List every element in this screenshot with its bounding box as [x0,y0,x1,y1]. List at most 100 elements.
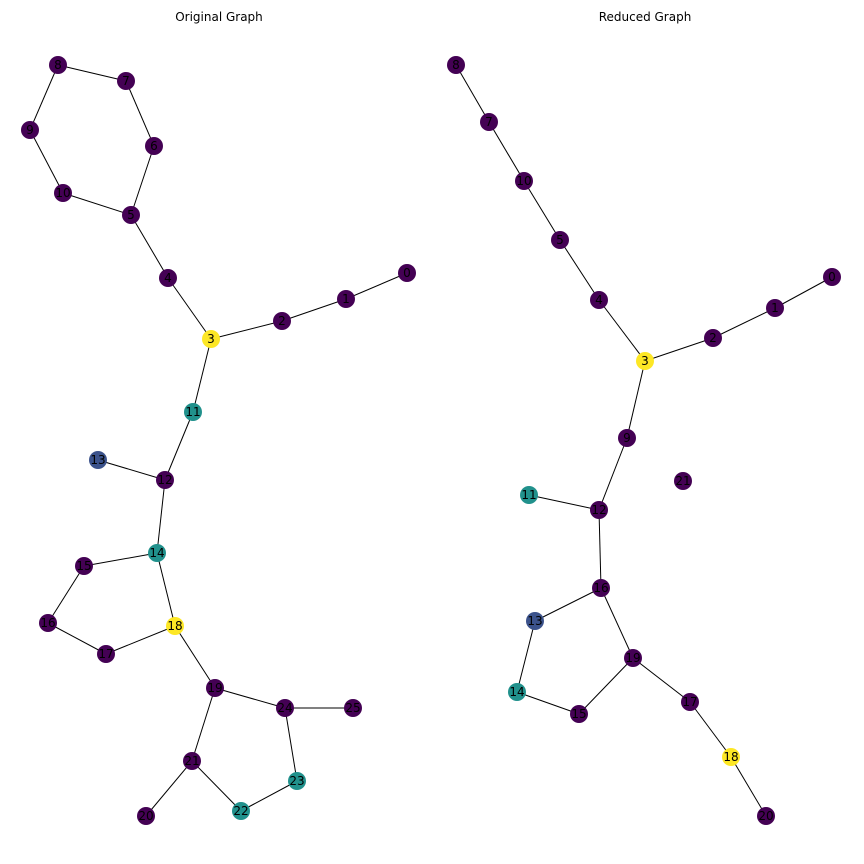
node-label: 22 [233,804,248,818]
node-label: 13 [527,614,542,628]
node-label: 15 [76,559,91,573]
node-marker [202,330,220,348]
node-marker [97,645,115,663]
node-label: 1 [342,292,350,306]
node-15: 15 [570,705,588,723]
node-1: 1 [766,299,784,317]
node-marker [49,56,67,74]
node-11: 11 [184,403,202,421]
edge-14-15 [516,691,580,715]
node-marker [206,679,224,697]
node-7: 7 [117,72,135,90]
node-marker [232,802,250,820]
node-9: 9 [618,429,636,447]
node-label: 3 [207,332,215,346]
edge-14-18 [156,552,176,627]
node-8: 8 [49,56,67,74]
node-4: 4 [590,291,608,309]
node-3: 3 [636,352,654,370]
node-marker [398,264,416,282]
edge-1-0 [345,272,408,300]
node-label: 15 [571,707,586,721]
node-label: 16 [40,616,55,630]
node-label: 21 [675,474,690,488]
node-marker [636,352,654,370]
node-label: 24 [277,701,292,715]
node-marker [276,699,294,717]
node-marker [122,206,140,224]
node-2: 2 [704,329,722,347]
node-18: 18 [166,617,184,635]
node-marker [156,471,174,489]
node-marker [823,268,841,286]
reduced-graph-edges [455,64,833,817]
node-marker [590,291,608,309]
edge-2-1 [281,298,347,322]
node-5: 5 [551,231,569,249]
edge-17-18 [689,701,732,758]
node-marker [624,649,642,667]
node-1: 1 [337,290,355,308]
node-22: 22 [232,802,250,820]
edge-4-3 [167,277,212,340]
edge-7-10 [488,121,525,182]
edge-15-19 [578,657,634,715]
node-label: 23 [289,774,304,788]
edge-10-5 [523,180,561,241]
node-marker [526,612,544,630]
edge-13-14 [516,620,536,693]
edge-21-20 [145,760,193,817]
node-18: 18 [722,748,740,766]
node-marker [704,329,722,347]
edge-13-12 [97,459,166,481]
node-3: 3 [202,330,220,348]
node-label: 0 [403,266,411,280]
edge-21-22 [191,760,242,812]
node-10: 10 [515,172,533,190]
node-14: 14 [148,544,166,562]
node-label: 6 [150,139,158,153]
node-marker [183,752,201,770]
node-marker [480,113,498,131]
node-label: 16 [593,581,608,595]
node-label: 19 [625,651,640,665]
edge-12-14 [156,479,166,554]
node-label: 10 [55,186,70,200]
node-marker [508,683,526,701]
node-20: 20 [757,807,775,825]
edge-16-13 [534,587,602,622]
node-marker [757,807,775,825]
node-label: 18 [723,750,738,764]
edge-17-18 [105,625,176,655]
node-marker [674,472,692,490]
node-label: 9 [623,431,631,445]
edge-24-23 [284,707,298,782]
node-marker [551,231,569,249]
edge-5-4 [559,239,600,301]
node-label: 14 [149,546,164,560]
node-label: 3 [641,354,649,368]
node-23: 23 [288,772,306,790]
node-marker [337,290,355,308]
node-marker [722,748,740,766]
node-marker [148,544,166,562]
edge-3-9 [626,360,646,439]
node-marker [166,617,184,635]
node-9: 9 [21,121,39,139]
node-marker [145,137,163,155]
node-marker [618,429,636,447]
node-label: 7 [122,74,130,88]
node-label: 2 [709,331,717,345]
node-15: 15 [75,557,93,575]
edge-9-12 [598,437,628,511]
node-label: 25 [345,701,360,715]
edge-7-6 [125,80,155,147]
node-label: 14 [509,685,524,699]
node-marker [117,72,135,90]
node-marker [184,403,202,421]
node-label: 20 [758,809,773,823]
node-label: 4 [164,271,172,285]
edge-3-2 [644,337,714,362]
